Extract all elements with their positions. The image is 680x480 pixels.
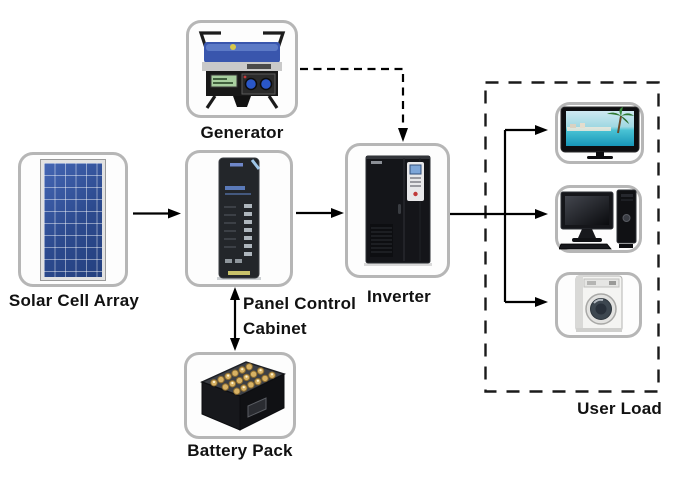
generator-icon xyxy=(198,31,286,109)
battery-pack-node xyxy=(184,352,296,439)
generator-node xyxy=(186,20,298,118)
washing-machine-node xyxy=(555,272,642,338)
user-load-label: User Load xyxy=(577,399,662,418)
generator-label: Generator xyxy=(200,123,284,142)
inverter-label: Inverter xyxy=(367,287,431,306)
panel-control-cabinet-label-line2: Cabinet xyxy=(243,319,307,338)
tv-node xyxy=(555,102,644,164)
solar-cell-array-label: Solar Cell Array xyxy=(8,291,140,310)
solar-panel-icon xyxy=(40,158,106,281)
washing-machine-icon xyxy=(575,275,622,332)
panel-control-cabinet-label-line1: Panel Control xyxy=(243,294,357,313)
inverter-icon xyxy=(363,155,432,266)
battery-pack-icon xyxy=(200,360,286,431)
solar-cell-array-node xyxy=(18,152,128,287)
battery-pack-label: Battery Pack xyxy=(187,441,293,460)
computer-icon xyxy=(558,189,636,250)
inverter-node xyxy=(345,143,450,278)
computer-node xyxy=(555,185,642,253)
panel-control-cabinet-node xyxy=(185,150,293,287)
tv-icon xyxy=(560,106,639,159)
control-cabinet-icon xyxy=(217,157,261,280)
